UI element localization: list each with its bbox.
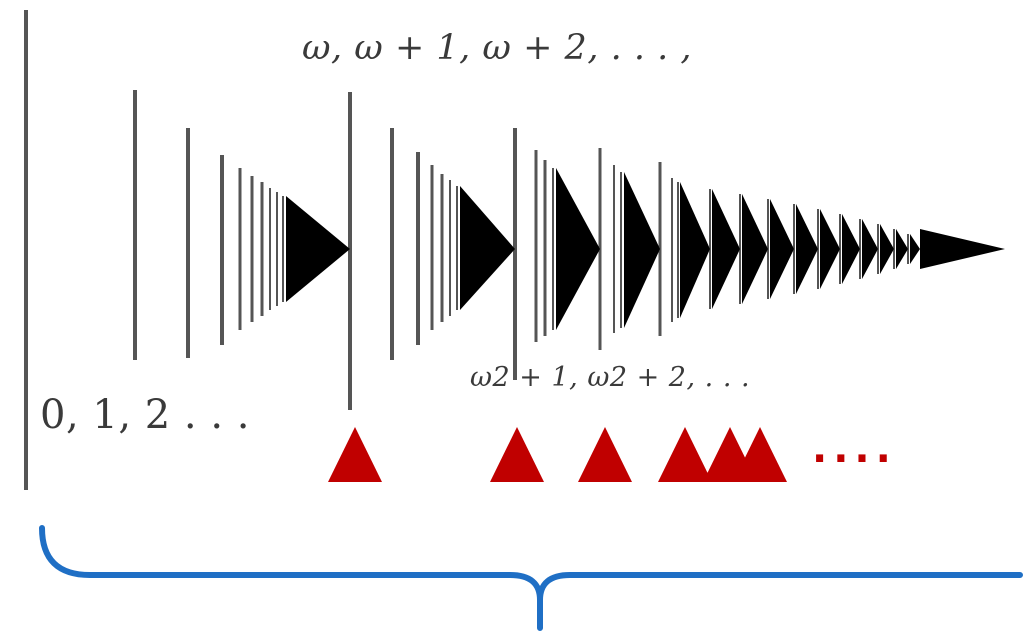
red-triangle-icon — [733, 427, 787, 482]
ordinal-wedge — [880, 224, 894, 274]
ordinal-wedges — [286, 168, 1005, 330]
ordinal-wedge — [770, 199, 794, 299]
ordinal-wedge — [920, 229, 1005, 269]
ordinal-wedge — [910, 234, 920, 264]
curly-brace-icon — [39, 525, 1023, 631]
omega-two-sequence-label: ω2 + 1, ω2 + 2, . . . — [470, 362, 751, 393]
ordinal-wedge — [712, 189, 740, 309]
red-triangle-icon — [578, 427, 632, 482]
ordinal-wedge — [842, 214, 860, 284]
ordinal-wedge — [796, 204, 818, 294]
ordinal-wedge — [862, 219, 878, 279]
red-triangle-icon — [490, 427, 544, 482]
ordinal-wedge — [896, 229, 908, 269]
red-triangle-icon — [658, 427, 712, 482]
ordinal-wedge — [742, 194, 768, 304]
ordinal-wedge — [680, 182, 710, 318]
ordinal-wedge — [556, 168, 600, 330]
omega-sequence-label: ω, ω + 1, ω + 2, . . . , — [302, 28, 692, 68]
ordinal-wedge — [460, 186, 515, 310]
ordinal-wedge — [624, 172, 660, 328]
red-triangle-icon — [328, 427, 382, 482]
ordinal-wedge — [286, 196, 350, 302]
finite-ordinals-label: 0, 1, 2 . . . — [40, 392, 250, 438]
ordinal-markers — [328, 427, 787, 482]
continuation-dots: .... — [812, 426, 897, 472]
ordinal-wedge — [820, 209, 840, 289]
